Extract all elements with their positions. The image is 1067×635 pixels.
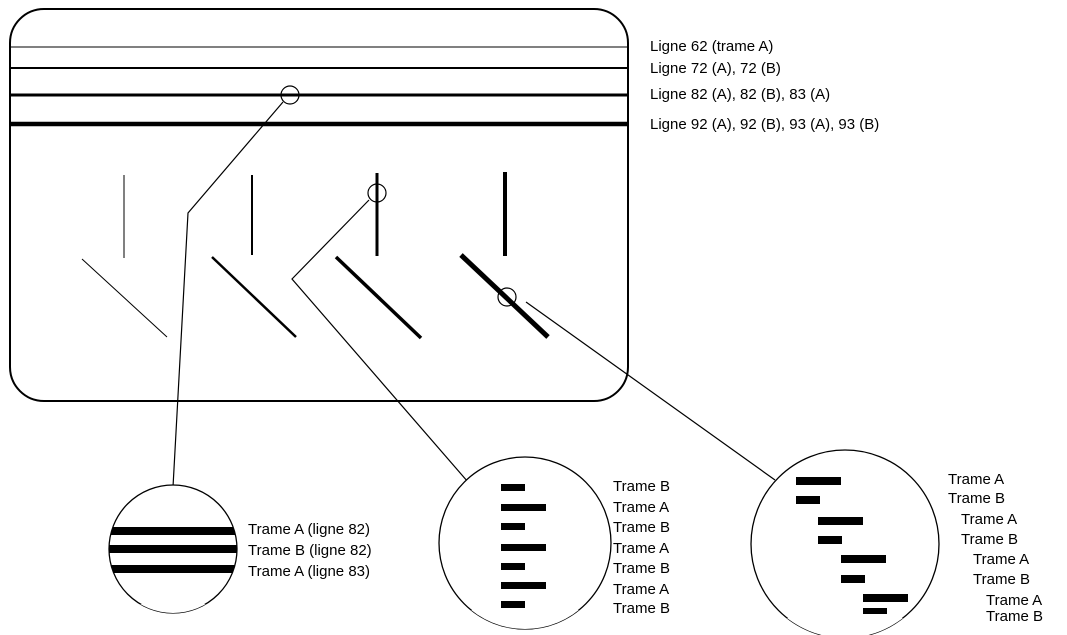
zoom-left-label-3: Trame A (ligne 83) [248,563,370,580]
zoom-right-label-8: Trame B [986,608,1043,625]
line-label-62: Ligne 62 (trame A) [650,38,773,55]
zoom-middle-label-2: Trame A [613,499,669,516]
zoom-middle-label-5: Trame B [613,560,670,577]
zoom-middle-label-4: Trame A [613,540,669,557]
zoom-circle-middle [438,456,612,630]
leader-line-left [172,101,284,488]
zoom-middle-label-6: Trame A [613,581,669,598]
zoom-marker-diagonal [497,287,517,307]
zoom-circle-right [750,449,940,635]
zoom-right-label-7: Trame A [986,592,1042,609]
line-label-82: Ligne 82 (A), 82 (B), 83 (A) [650,86,830,103]
zoom-right-label-4: Trame B [961,531,1018,548]
zoom-middle-label-3: Trame B [613,519,670,536]
leader-line-right [525,301,776,481]
screen-frame [9,8,629,402]
zoom-middle-label-7: Trame B [613,600,670,617]
zoom-right-label-6: Trame B [973,571,1030,588]
zoom-right-label-3: Trame A [961,511,1017,528]
diagonal-stroke-2 [211,256,297,338]
diagonal-stroke-4 [459,253,550,339]
zoom-left-label-1: Trame A (ligne 82) [248,521,370,538]
zoom-circle-left [108,484,238,614]
zoom-right-label-2: Trame B [948,490,1005,507]
zoom-right-label-1: Trame A [948,471,1004,488]
zoom-marker-vertical [367,183,387,203]
leader-line-middle [291,199,469,483]
line-label-72: Ligne 72 (A), 72 (B) [650,60,781,77]
zoom-left-label-2: Trame B (ligne 82) [248,542,372,559]
diagonal-stroke-3 [334,255,423,340]
diagonal-stroke-1 [81,258,168,338]
zoom-right-label-5: Trame A [973,551,1029,568]
zoom-middle-label-1: Trame B [613,478,670,495]
line-label-92: Ligne 92 (A), 92 (B), 93 (A), 93 (B) [650,116,879,133]
zoom-marker-horizontal [280,85,300,105]
